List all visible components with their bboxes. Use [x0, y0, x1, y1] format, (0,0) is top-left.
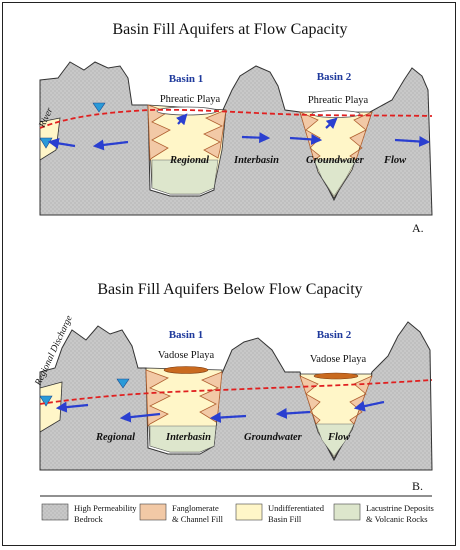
panel-b-discharge-icon [39, 395, 53, 407]
panel-b-basin1-lacustrine [149, 425, 217, 453]
panel-b-bedrock [39, 321, 433, 471]
panel-a-flow-word-2: Interbasin [233, 155, 279, 166]
panel-a-arrow-4 [241, 132, 271, 144]
panel-a-arrow-3 [176, 113, 188, 126]
panel-b-arrow-4 [275, 407, 311, 419]
panel-a-flow-word-1: Regional [169, 155, 209, 166]
panel-a-basin2-lacustrine [313, 159, 357, 197]
panel-a-flow-arrows [47, 113, 431, 151]
panel-b-playa1-label: Vadose Playa [158, 350, 215, 361]
legend-label-lacustrine-1: Lacustrine Deposits [366, 503, 434, 513]
panel-a-arrow-7 [394, 135, 431, 147]
panel-b-basin2-label: Basin 2 [317, 329, 352, 341]
legend-swatch-basin-fill [235, 503, 263, 521]
panel-a-water-table [39, 108, 433, 129]
panel-a-arrow-2 [92, 139, 129, 151]
panel-a-basin2-fanglomerate-right [349, 111, 373, 161]
panel-b-basin1-label: Basin 1 [169, 329, 204, 341]
legend-label-basin-fill-1: Undifferentiated [268, 503, 325, 513]
panel-b-basin1-fanglomerate-left [145, 369, 171, 427]
panel-b-flow-word-1: Regional [95, 432, 135, 443]
panel-a-basin1-label: Basin 1 [169, 73, 204, 85]
panel-b-title: Basin Fill Aquifers Below Flow Capacity [97, 281, 362, 298]
panel-a-arrow-6 [325, 117, 338, 129]
legend-swatch-bedrock [41, 503, 69, 521]
panel-b-playa1 [163, 366, 209, 374]
panel-a-basin1-fanglomerate-right [203, 109, 227, 159]
panel-a-bedrock [39, 61, 433, 216]
panel-a-flow-word-3: Groundwater [306, 155, 365, 166]
panel-b-arrow-3 [209, 411, 247, 423]
panel-b-letter: B. [412, 479, 423, 493]
panel-a-playa1-label: Phreatic Playa [160, 94, 221, 105]
panel-b-arrow-1 [55, 401, 89, 413]
panel-b: Basin Fill Aquifers Below Flow Capacity [33, 281, 433, 493]
panel-a-playa2 [311, 110, 361, 118]
panel-b-water-table [39, 379, 433, 405]
panel-a-basin2-label: Basin 2 [317, 71, 352, 83]
panel-a-basin1-fanglomerate-left [147, 104, 171, 161]
panel-a-arrow-5 [289, 133, 323, 145]
panel-a-arrow-1 [47, 137, 76, 149]
panel-b-flow-word-3: Groundwater [244, 432, 303, 443]
legend-label-bedrock-2: Bedrock [74, 514, 104, 524]
panel-a-title: Basin Fill Aquifers at Flow Capacity [112, 21, 347, 38]
panel-b-arrow-5 [353, 400, 385, 412]
legend-label-basin-fill-2: Basin Fill [268, 514, 302, 524]
panel-a-flow-word-4: Flow [383, 155, 407, 166]
panel-b-flow-arrows [55, 400, 385, 423]
panel-a-water-table-marker [92, 102, 106, 113]
panel-b-water-table-marker [116, 378, 130, 389]
legend-label-bedrock-1: High Permeability [74, 503, 137, 513]
panel-b-discharge-wedge [39, 381, 63, 433]
panel-a: Basin Fill Aquifers at Flow Capacity [37, 21, 433, 235]
panel-b-flow-word-4: Flow [327, 432, 351, 443]
legend-label-lacustrine-2: & Volcanic Rocks [366, 514, 428, 524]
panel-b-flow-word-2: Interbasin [165, 432, 211, 443]
panel-a-letter: A. [412, 221, 424, 235]
panel-b-basin2-lacustrine [315, 423, 355, 457]
legend-label-fanglomerate-1: Fanglomerate [172, 503, 219, 513]
legend-swatch-lacustrine [333, 503, 361, 521]
legend: High Permeability Bedrock Fanglomerate &… [40, 495, 434, 524]
legend-label-fanglomerate-2: & Channel Fill [172, 514, 224, 524]
panel-a-playa2-label: Phreatic Playa [308, 95, 369, 106]
panel-a-basin1-lacustrine [151, 159, 219, 195]
legend-swatch-fanglomerate [139, 503, 167, 521]
panel-b-arrow-2 [119, 411, 161, 423]
panel-b-playa2 [313, 372, 359, 380]
panel-b-playa2-label: Vadose Playa [310, 354, 367, 365]
